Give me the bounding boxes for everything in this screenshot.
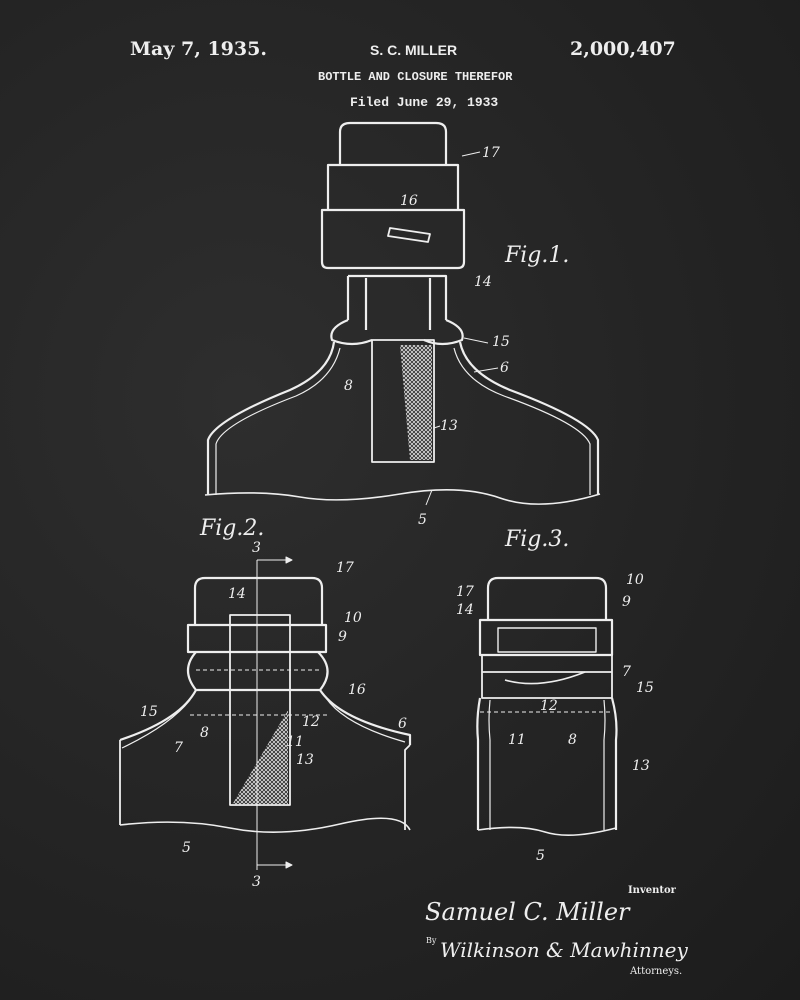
shoulders	[119, 689, 412, 745]
shoulders-inner	[215, 347, 591, 495]
ref-label: 17	[456, 584, 474, 600]
by-label: By	[426, 936, 437, 945]
ref-label: 14	[474, 274, 492, 290]
ref-label: 6	[398, 716, 407, 732]
ref-label: 11	[508, 732, 526, 748]
ref-label: 15	[492, 334, 510, 350]
patent-number: 2,000,407	[570, 38, 676, 60]
fig2-label: Fig.2.	[199, 516, 264, 541]
tube-hatch	[232, 710, 288, 805]
fig3-label: Fig.3.	[504, 527, 569, 552]
break-line	[204, 489, 601, 505]
body-inner	[121, 697, 406, 749]
ref-label: 15	[140, 704, 158, 720]
ref-label: 8	[568, 732, 577, 748]
ref-label: 15	[636, 680, 654, 696]
figure-2: 3 3 Fig.2. 17 14 10 9 16 15 7 8 12 11 13…	[119, 516, 412, 890]
ref-label: 16	[348, 682, 366, 698]
ref-label: 12	[540, 698, 558, 714]
ref-label: 10	[344, 610, 362, 626]
ref-label: 12	[302, 714, 320, 730]
flange	[481, 655, 613, 699]
break-line	[119, 817, 411, 833]
closure-band	[504, 671, 586, 685]
inventor-signature: Samuel C. Miller	[425, 898, 630, 926]
ref-label: 5	[182, 840, 191, 856]
inner-cap	[497, 627, 597, 653]
cap	[186, 576, 328, 654]
ref-label: 9	[622, 594, 631, 610]
ref-label: 9	[338, 629, 347, 645]
ref-label: 7	[622, 664, 631, 680]
dashed-lines	[190, 669, 330, 716]
flange	[186, 651, 329, 692]
tube-hatch	[400, 345, 432, 460]
cap	[478, 576, 614, 657]
fig1-label: Fig.1.	[504, 243, 569, 268]
figure-1: Fig.1. 17 16 14 15 6 8 13 5	[204, 121, 601, 528]
ref-label: 14	[228, 586, 246, 602]
ref-label: 17	[336, 560, 354, 576]
inventor-label: Inventor	[628, 885, 676, 896]
section-label: 3	[252, 874, 261, 890]
ref-label: 5	[418, 512, 427, 528]
ref-label: 5	[536, 848, 545, 864]
filed-date: Filed June 29, 1933	[350, 95, 499, 110]
cap-slot	[387, 227, 431, 243]
neck	[346, 274, 448, 330]
attorneys-signature: Wilkinson & Mawhinney	[440, 938, 688, 962]
ref-label: 10	[626, 572, 644, 588]
ref-label: 16	[400, 193, 418, 209]
inventor-short: S. C. MILLER	[370, 42, 458, 58]
body	[119, 740, 411, 830]
section-label: 3	[252, 540, 261, 556]
attorneys-label: Attorneys.	[630, 966, 683, 977]
ref-label: 13	[440, 418, 458, 434]
body-inner	[488, 699, 606, 830]
break-line	[477, 826, 617, 836]
ref-label: 13	[632, 758, 650, 774]
ref-label: 17	[482, 145, 500, 161]
body	[476, 697, 618, 830]
tube	[371, 339, 435, 463]
cap	[320, 121, 466, 270]
ref-label: 14	[456, 602, 474, 618]
patent-date: May 7, 1935.	[130, 38, 267, 60]
ref-label: 8	[344, 378, 353, 394]
ref-label: 13	[296, 752, 314, 768]
ref-label: 7	[174, 740, 183, 756]
ref-label: 6	[500, 360, 509, 376]
ref-label: 8	[200, 725, 209, 741]
ref-label: 11	[286, 734, 304, 750]
patent-title: BOTTLE AND CLOSURE THEREFOR	[318, 70, 513, 84]
figure-3: Fig.3. 17 14 10 9 7 15 12 11 8 13 5	[456, 527, 654, 864]
shoulders	[206, 341, 600, 495]
